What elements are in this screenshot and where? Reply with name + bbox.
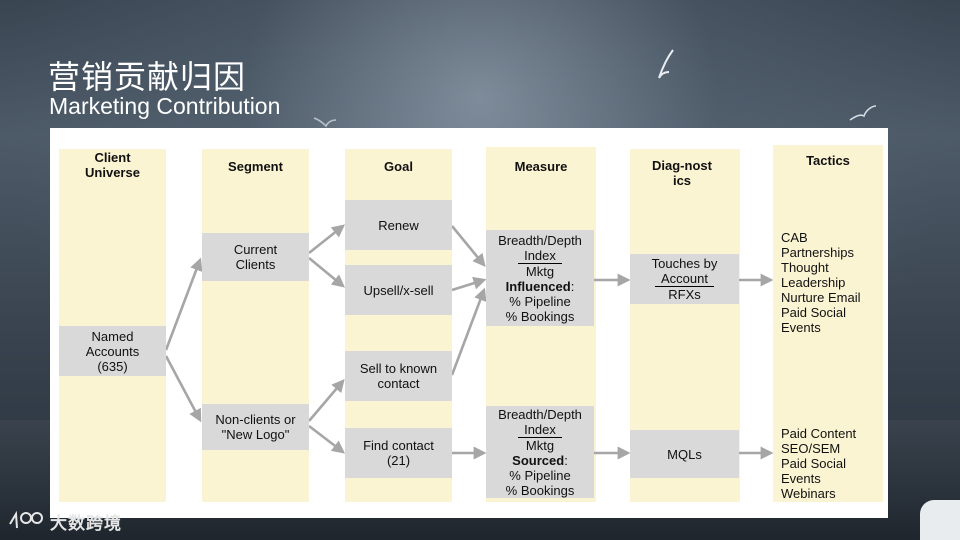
- column-header-goal: Goal: [384, 159, 413, 174]
- node-non-clients: Non-clients or "New Logo": [202, 404, 309, 450]
- arrow-nonclients-to-find: [308, 424, 346, 454]
- tactic-item: Paid Content: [781, 426, 857, 441]
- tactic-item: Leadership: [781, 275, 846, 290]
- node-current-clients: Current Clients: [202, 233, 309, 281]
- node-named-accounts: Named Accounts (635): [59, 326, 166, 376]
- tactic-item: Events: [781, 471, 821, 486]
- node-find-contact: Find contact (21): [345, 428, 452, 478]
- arrow-named-to-current: [164, 257, 203, 351]
- column-header-measure: Measure: [514, 159, 568, 174]
- slide-title-english: Marketing Contribution: [49, 93, 281, 119]
- tactic-item: Thought: [781, 260, 829, 275]
- tactic-item: CAB: [781, 230, 808, 245]
- brand-logo: 大数跨境: [8, 508, 122, 534]
- tactic-item: Partnerships: [781, 245, 854, 260]
- tactics-list-sourced: Paid Content SEO/SEM Paid Social Events …: [781, 426, 856, 501]
- tactic-item: Nurture Email: [781, 290, 861, 305]
- column-header-tactics: Tactics: [806, 153, 850, 168]
- arrow-nonclients-to-sell: [308, 379, 345, 422]
- arrow-upsell-to-influenced: [451, 276, 487, 292]
- node-touches-by-account: Touches by Account RFXs: [630, 254, 739, 304]
- node-sell-to-known-contact: Sell to known contact: [345, 351, 452, 401]
- column-header-segment: Segment: [228, 159, 283, 174]
- column-client-universe: [59, 149, 166, 502]
- node-measure-sourced: Breadth/Depth Index Mktg Sourced: % Pipe…: [486, 406, 594, 498]
- arrow-sell-to-influenced: [450, 287, 487, 376]
- column-tactics: [773, 145, 883, 502]
- bird-icon: [313, 117, 337, 128]
- arrow-named-to-nonclients: [164, 355, 202, 423]
- tactic-item: Paid Social: [781, 456, 847, 471]
- node-renew: Renew: [345, 200, 452, 250]
- brand-logo-text: 大数跨境: [50, 513, 122, 533]
- bird-icon: [658, 49, 674, 79]
- tactic-item: Paid Social: [781, 305, 847, 320]
- arrow-current-to-renew: [308, 224, 346, 255]
- node-upsell: Upsell/x-sell: [345, 265, 452, 315]
- arrow-renew-to-influenced: [450, 225, 486, 268]
- slide-title-chinese: 营销贡献归因: [48, 59, 247, 95]
- tactics-list-influenced: CAB Partnerships Thought Leadership Nurt…: [781, 230, 860, 335]
- node-mqls: MQLs: [630, 430, 739, 478]
- flow-arrows: [164, 224, 774, 460]
- node-measure-influenced: Breadth/Depth Index Mktg Influenced: % P…: [486, 230, 594, 326]
- tactic-item: SEO/SEM: [781, 441, 841, 456]
- corner-tab: [920, 500, 960, 540]
- tactic-item: Webinars: [781, 486, 836, 501]
- arrow-current-to-upsell: [308, 256, 346, 288]
- brand-logo-icon: [9, 510, 43, 529]
- tactic-item: Events: [781, 320, 821, 335]
- bird-icon: [849, 105, 877, 121]
